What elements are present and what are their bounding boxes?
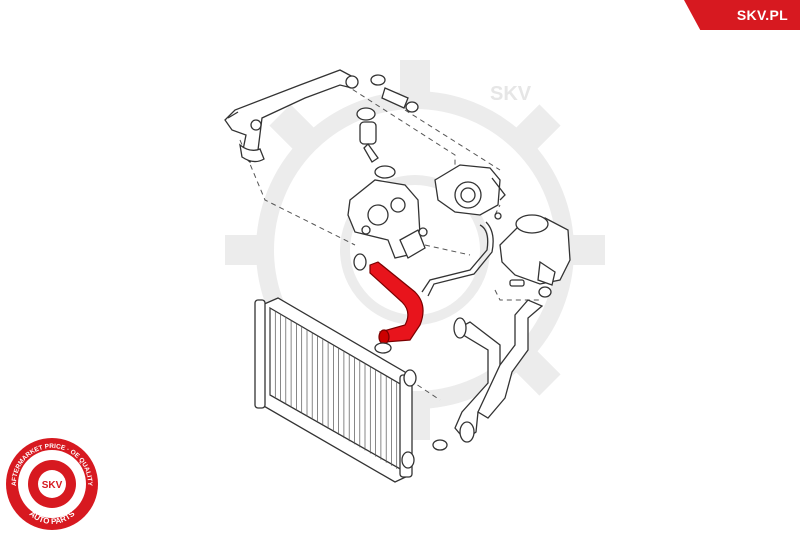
skv-logo-badge-icon: SKV AFTERMARKET PRICE · OE QUALITY AUTO … — [6, 438, 98, 530]
small-connector-parts — [356, 74, 419, 163]
coolant-flange — [434, 164, 506, 220]
hose-clamps — [353, 253, 552, 451]
thermostat-housing — [347, 165, 428, 259]
site-label: SKV.PL — [684, 0, 800, 30]
watermark-text: SKV — [490, 83, 532, 105]
lower-coolant-hose — [453, 299, 544, 443]
coolant-pipe — [224, 69, 359, 163]
radiator — [254, 297, 417, 483]
highlighted-radiator-hose — [369, 261, 424, 345]
badge-center-text: SKV — [42, 480, 63, 491]
bleed-pipe — [421, 221, 494, 297]
expansion-tank — [499, 214, 571, 287]
